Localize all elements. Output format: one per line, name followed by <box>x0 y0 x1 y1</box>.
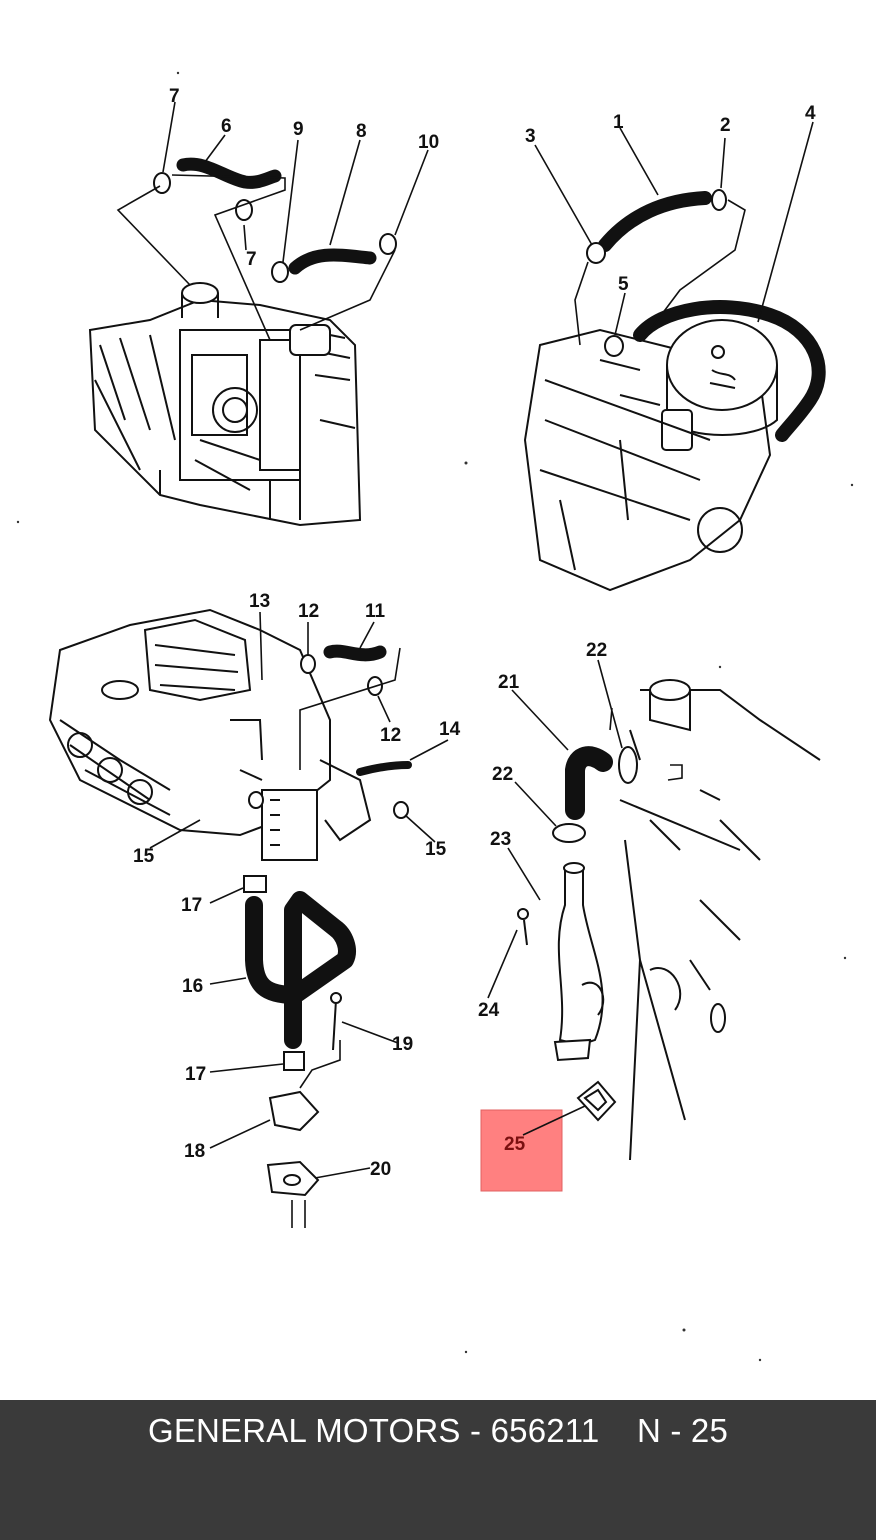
hose-14 <box>356 761 412 776</box>
clamps-top-right <box>586 189 727 357</box>
leader-lines-top-left <box>116 101 429 341</box>
diagram-position: N - 25 <box>636 1412 729 1449</box>
hose-8 <box>288 248 377 275</box>
callout-23: 23 <box>490 829 511 850</box>
engine-lower-right <box>619 679 821 1161</box>
part-number: 656211 <box>490 1412 600 1449</box>
callout-6: 6 <box>221 116 232 137</box>
callout-1: 1 <box>613 112 624 133</box>
gap <box>599 1412 636 1449</box>
callout-17b: 17 <box>185 1064 206 1085</box>
callout-10: 10 <box>418 132 439 153</box>
footer-caption: GENERAL MOTORS - 656211 N - 25 <box>0 1412 876 1450</box>
hose-4 <box>633 300 826 442</box>
separator: - <box>460 1412 491 1449</box>
callout-15b: 15 <box>425 839 447 860</box>
clamps-top-left <box>153 172 397 283</box>
hose-11 <box>323 644 387 662</box>
leader-line-25 <box>522 1105 586 1136</box>
callout-24: 24 <box>478 1000 500 1021</box>
callout-7: 7 <box>169 86 180 107</box>
callout-22b: 22 <box>492 764 513 785</box>
leader-lines-lower-left <box>149 611 449 1228</box>
engine-lower-left <box>48 608 372 861</box>
callout-7b: 7 <box>246 249 257 270</box>
parts-lower-left <box>243 654 409 1197</box>
parts-lower-right <box>517 746 638 1122</box>
callout-16: 16 <box>182 976 203 997</box>
callout-4: 4 <box>805 103 816 124</box>
callout-15: 15 <box>133 846 155 867</box>
callout-19: 19 <box>392 1034 413 1055</box>
engine-top-left <box>88 282 362 527</box>
callout-21: 21 <box>498 672 520 693</box>
callout-18: 18 <box>184 1141 205 1162</box>
callout-12b: 12 <box>380 725 401 746</box>
callout-14: 14 <box>439 719 461 740</box>
scan-specks <box>16 71 854 1362</box>
hose-21 <box>565 746 613 820</box>
callout-5: 5 <box>618 274 629 295</box>
callout-20: 20 <box>370 1159 391 1180</box>
callout-9: 9 <box>293 119 304 140</box>
engine-top-right <box>523 319 778 592</box>
hose-1 <box>598 191 712 252</box>
callout-8: 8 <box>356 121 367 142</box>
callout-22: 22 <box>586 640 607 661</box>
callout-3: 3 <box>525 126 536 147</box>
callout-11: 11 <box>365 601 386 622</box>
callout-17: 17 <box>181 895 202 916</box>
footer-bar: GENERAL MOTORS - 656211 N - 25 <box>0 1400 876 1540</box>
leader-lines-lower-right <box>487 659 683 999</box>
hose-16 <box>245 891 356 1049</box>
callout-labels: 1 2 3 4 5 6 7 7 8 9 10 11 12 12 13 14 15… <box>133 86 816 1180</box>
hose-6 <box>176 157 282 189</box>
pipe-23 <box>553 862 605 1062</box>
callout-25: 25 <box>504 1134 526 1155</box>
brand-name: GENERAL MOTORS <box>147 1412 461 1449</box>
callout-12: 12 <box>298 601 319 622</box>
leader-lines-top-right <box>534 121 814 346</box>
callout-2: 2 <box>720 115 731 136</box>
parts-diagram: 1 2 3 4 5 6 7 7 8 9 10 11 12 12 13 14 15… <box>16 71 854 1362</box>
callout-13: 13 <box>249 591 270 612</box>
